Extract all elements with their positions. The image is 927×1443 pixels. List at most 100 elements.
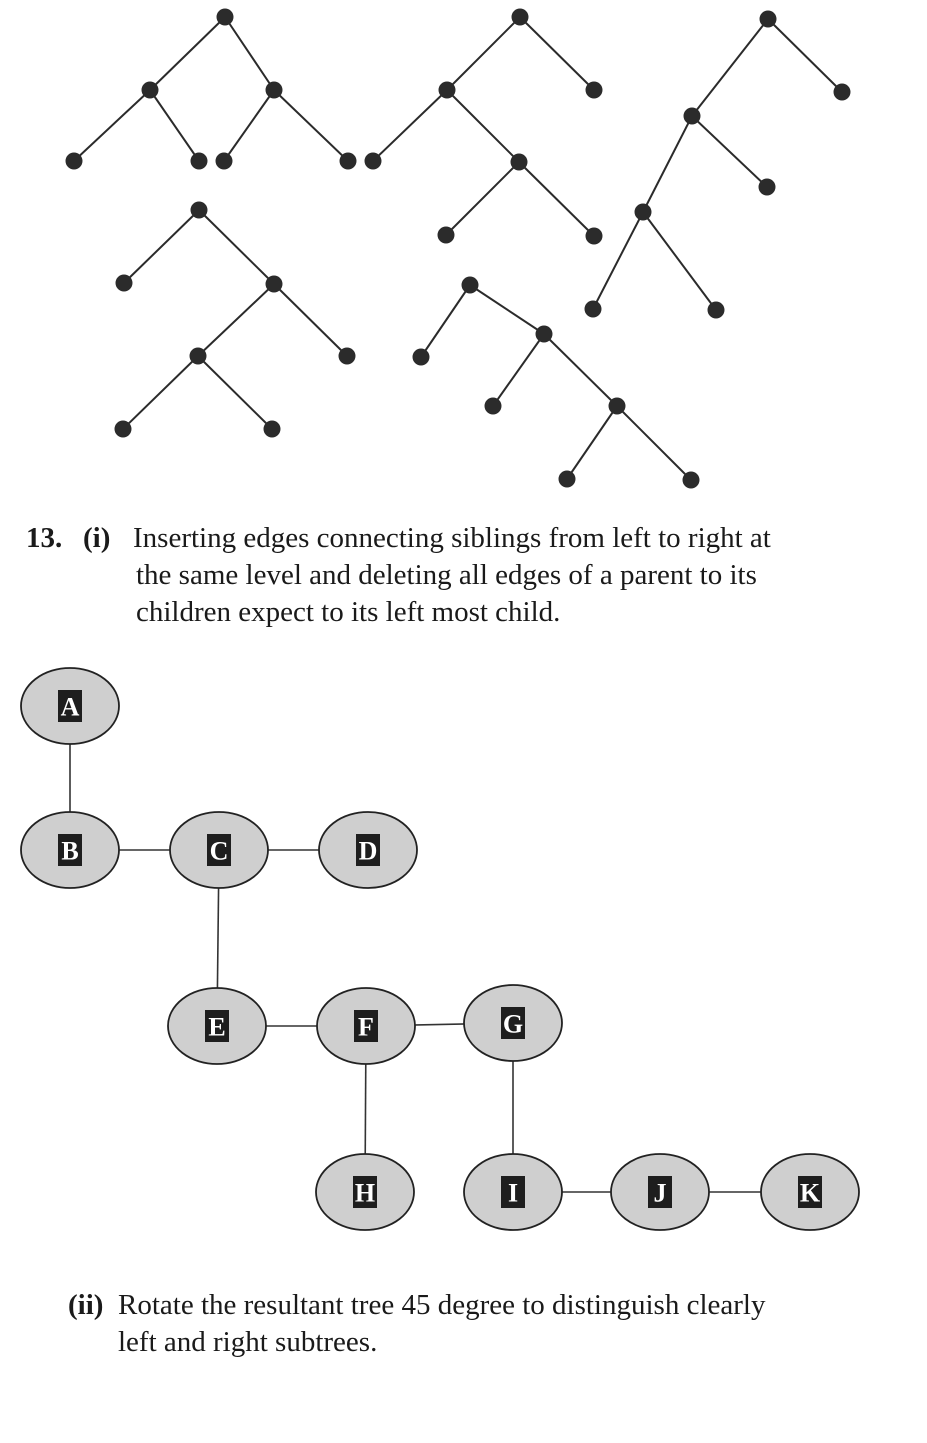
node-label: G xyxy=(503,1010,523,1039)
node-k: K xyxy=(760,1153,860,1231)
tree-node xyxy=(364,152,382,170)
tree-edge xyxy=(73,89,151,162)
tree-node xyxy=(758,178,776,196)
node-c: C xyxy=(169,811,269,889)
tree-1 xyxy=(65,8,357,170)
node-label-box xyxy=(205,1010,229,1042)
tree-node xyxy=(216,8,234,26)
tree-edge xyxy=(592,211,644,310)
part-i-line-3: children expect to its left most child. xyxy=(136,596,561,628)
node-d: D xyxy=(318,811,418,889)
tree-node xyxy=(535,325,553,343)
tree-node xyxy=(484,397,502,415)
tree-node xyxy=(584,300,602,318)
node-label: E xyxy=(208,1013,225,1042)
node-a: A xyxy=(20,667,120,745)
tree-edge xyxy=(445,161,520,236)
binary-trees-figure xyxy=(65,8,851,489)
tree-node xyxy=(265,275,283,293)
part-i-line-1: Inserting edges connecting siblings from… xyxy=(133,522,771,554)
part-i-label: (i) xyxy=(83,522,111,554)
node-i: I xyxy=(463,1153,563,1231)
tree-node xyxy=(707,301,725,319)
node-label-box xyxy=(356,834,380,866)
problem-number: 13. xyxy=(26,522,63,554)
tree-node xyxy=(634,203,652,221)
tree-edge xyxy=(372,89,448,162)
part-ii-line-1: Rotate the resultant tree 45 degree to d… xyxy=(118,1289,766,1321)
tree-edge xyxy=(420,284,471,358)
node-label: F xyxy=(358,1013,374,1042)
node-f: F xyxy=(316,987,416,1065)
tree-node xyxy=(585,227,603,245)
tree-node xyxy=(682,471,700,489)
tree-node xyxy=(65,152,83,170)
part-ii-label: (ii) xyxy=(68,1289,104,1321)
tree-node xyxy=(833,83,851,101)
tree-node xyxy=(511,8,529,26)
tree-node xyxy=(608,397,626,415)
tree-edge xyxy=(197,283,275,357)
tree-edge xyxy=(518,161,595,237)
tree-edge xyxy=(642,115,693,213)
node-j: J xyxy=(610,1153,710,1231)
tree-edge xyxy=(566,405,618,480)
tree-edge xyxy=(691,115,768,188)
part-i-line-2: the same level and deleting all edges of… xyxy=(136,559,757,591)
tree-node xyxy=(189,347,207,365)
tree-edge xyxy=(543,333,618,407)
tree-edge xyxy=(519,16,595,91)
node-label-box xyxy=(58,690,82,722)
tree-links xyxy=(69,706,810,1193)
node-label-box xyxy=(648,1176,672,1208)
tree-edge xyxy=(149,16,226,91)
tree-edge xyxy=(469,284,545,335)
tree-edge xyxy=(273,89,349,162)
tree-2 xyxy=(364,8,603,245)
tree-edge xyxy=(446,16,521,91)
node-e: E xyxy=(167,987,267,1065)
tree-4 xyxy=(114,201,356,438)
tree-3 xyxy=(584,10,851,319)
node-label: K xyxy=(800,1179,821,1208)
tree-edge xyxy=(446,89,520,163)
node-label-box xyxy=(353,1176,377,1208)
node-label: D xyxy=(359,837,378,866)
tree-node xyxy=(265,81,283,99)
node-label: I xyxy=(508,1179,518,1208)
tree-node xyxy=(190,201,208,219)
node-label-box xyxy=(354,1010,378,1042)
tree-edge xyxy=(123,209,200,284)
tree-node xyxy=(141,81,159,99)
tree-edge xyxy=(691,18,769,117)
node-label: H xyxy=(355,1179,375,1208)
tree-node xyxy=(114,420,132,438)
tree-5 xyxy=(412,276,700,489)
tree-node xyxy=(438,81,456,99)
tree-node xyxy=(412,348,430,366)
tree-edge xyxy=(197,355,273,430)
node-h: H xyxy=(315,1153,415,1231)
node-label: A xyxy=(61,693,80,722)
tree-node xyxy=(510,153,528,171)
tree-edge xyxy=(767,18,843,93)
tree-edge xyxy=(616,405,692,481)
node-label: J xyxy=(654,1179,667,1208)
node-label: C xyxy=(210,837,229,866)
tree-node xyxy=(263,420,281,438)
node-g: G xyxy=(463,984,563,1062)
tree-node xyxy=(558,470,576,488)
tree-node xyxy=(683,107,701,125)
node-label: B xyxy=(61,837,78,866)
tree-edge xyxy=(122,355,199,430)
tree-node xyxy=(215,152,233,170)
tree-edge xyxy=(198,209,275,285)
part-ii-line-2: left and right subtrees. xyxy=(118,1326,378,1358)
tree-edge xyxy=(642,211,717,311)
tree-edge xyxy=(273,283,348,357)
node-label-box xyxy=(58,834,82,866)
node-label-box xyxy=(207,834,231,866)
node-b: B xyxy=(20,811,120,889)
tree-edge xyxy=(224,16,275,91)
tree-node xyxy=(339,152,357,170)
